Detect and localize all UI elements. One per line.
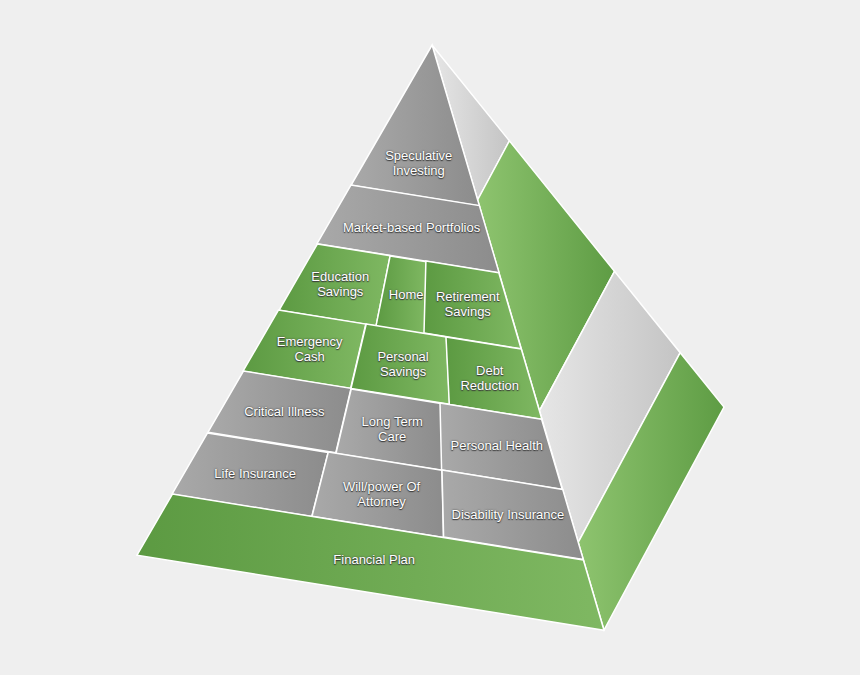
cell-label-box: Emergency Cash — [267, 334, 353, 364]
cell-outline — [351, 45, 479, 206]
cell-shape — [351, 45, 479, 206]
cell-label-box: Education Savings — [304, 269, 377, 299]
cell-label: Critical Illness — [244, 404, 324, 419]
cell-label-box: Speculative Investing — [375, 148, 463, 178]
cell-label: Personal Savings — [377, 349, 428, 379]
cell-label: Retirement Savings — [436, 289, 500, 319]
cell-label: Emergency Cash — [277, 334, 343, 364]
cell-outline — [376, 256, 427, 334]
cell-label-box: Debt Reduction — [454, 363, 526, 393]
cell-label-box: Long Term Care — [349, 414, 435, 444]
cell-label: Will/power Of Attorney — [343, 479, 420, 509]
cell-label: Life Insurance — [214, 466, 296, 481]
base-band: Financial Plan — [137, 494, 604, 630]
cell-label: Home — [389, 287, 424, 302]
cell-label: Speculative Investing — [385, 148, 452, 178]
cell-label-box: Personal Health — [447, 438, 546, 453]
cell-label: Debt Reduction — [460, 363, 519, 393]
cell-label-box: Will/power Of Attorney — [326, 479, 437, 509]
apex-cell: Speculative Investing — [351, 45, 479, 206]
cell-label: Disability Insurance — [452, 507, 565, 522]
cell-label-box: Market-based Portfolios — [340, 220, 483, 235]
band-cell: Home — [376, 256, 426, 334]
cell-label-box: Disability Insurance — [449, 507, 567, 522]
cell-label: Personal Health — [451, 438, 544, 453]
cell-label-box: Home — [389, 287, 419, 302]
cell-outline — [137, 494, 604, 630]
cell-label: Market-based Portfolios — [343, 220, 480, 235]
cell-label: Long Term Care — [362, 414, 423, 444]
cell-label: Financial Plan — [333, 552, 415, 567]
cell-label-box: Retirement Savings — [431, 289, 504, 319]
cell-label: Education Savings — [311, 269, 369, 299]
cell-label-box: Financial Plan — [161, 552, 588, 567]
cell-label-box: Critical Illness — [231, 404, 337, 419]
cell-label-box: Life Insurance — [196, 466, 314, 481]
cell-label-box: Personal Savings — [364, 349, 441, 379]
side-face-band — [578, 353, 724, 630]
